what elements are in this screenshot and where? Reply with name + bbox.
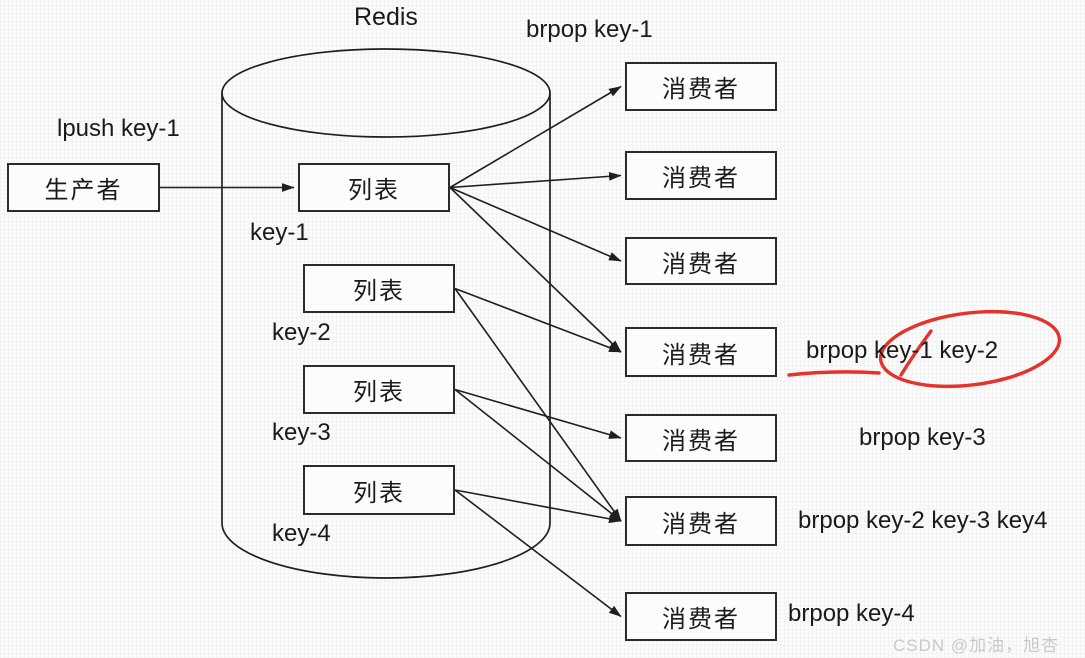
arrow-list3-to-consumer5 bbox=[454, 388, 622, 439]
consumer-label: 消费者 bbox=[662, 510, 740, 538]
lpush-command-label: lpush key-1 bbox=[57, 115, 180, 142]
list-box-3: 列表 bbox=[303, 365, 455, 414]
list-label: 列表 bbox=[348, 177, 400, 204]
consumer-label: 消费者 bbox=[662, 76, 740, 103]
arrow-list2-to-consumer6 bbox=[454, 288, 622, 522]
arrow-list1-to-consumer1 bbox=[449, 85, 622, 189]
brpop-key1-command-label: brpop key-1 bbox=[526, 16, 653, 43]
consumer-label: 消费者 bbox=[662, 165, 740, 192]
arrows-group bbox=[160, 85, 622, 618]
key-label-4: key-4 bbox=[272, 520, 331, 547]
consumer-box-5: 消费者 bbox=[625, 414, 777, 462]
arrow-list1-to-consumer3 bbox=[449, 186, 622, 262]
brpop-key3-command-label: brpop key-3 bbox=[859, 424, 986, 451]
list-label: 列表 bbox=[353, 278, 405, 305]
consumer-box-4: 消费者 bbox=[625, 327, 777, 377]
red-circle-annotation bbox=[878, 309, 1062, 389]
consumer-box-6: 消费者 bbox=[625, 496, 777, 546]
arrow-list4-to-consumer6 bbox=[454, 489, 622, 524]
consumer-label: 消费者 bbox=[662, 250, 740, 278]
arrow-list3-to-consumer6 bbox=[454, 388, 622, 522]
consumer-box-7: 消费者 bbox=[625, 592, 777, 641]
key-label-1: key-1 bbox=[250, 219, 309, 246]
list-label: 列表 bbox=[353, 479, 405, 507]
brpop-key1-key2-command-label: brpop key-1 key-2 bbox=[806, 337, 999, 364]
cylinder-body bbox=[221, 93, 551, 579]
arrow-list1-to-consumer4 bbox=[449, 186, 622, 353]
arrow-list1-to-consumer2 bbox=[449, 171, 622, 189]
arrow-list2-to-consumer4 bbox=[454, 287, 622, 353]
red-underline-annotation bbox=[787, 370, 881, 377]
consumer-label: 消费者 bbox=[662, 606, 740, 633]
redis-cylinder bbox=[221, 48, 551, 579]
arrow-list4-to-consumer7 bbox=[454, 489, 622, 618]
consumer-label: 消费者 bbox=[662, 427, 740, 455]
list-box-2: 列表 bbox=[303, 264, 455, 313]
list-box-1: 列表 bbox=[298, 163, 450, 212]
consumer-box-1: 消费者 bbox=[625, 62, 777, 111]
producer-label: 生产者 bbox=[44, 177, 123, 204]
consumer-box-3: 消费者 bbox=[625, 237, 777, 285]
list-label: 列表 bbox=[353, 379, 405, 406]
watermark: CSDN @加油，旭杏 bbox=[893, 636, 1060, 655]
brpop-key4-command-label: brpop key-4 bbox=[788, 600, 915, 627]
consumer-label: 消费者 bbox=[662, 341, 740, 369]
key-label-3: key-3 bbox=[272, 419, 331, 446]
consumer-box-2: 消费者 bbox=[625, 151, 777, 200]
key-label-2: key-2 bbox=[272, 319, 331, 346]
cylinder-top-ellipse bbox=[221, 48, 551, 138]
brpop-key2-key3-key4-command-label: brpop key-2 key-3 key4 bbox=[798, 507, 1048, 534]
red-annotation bbox=[787, 309, 1062, 389]
red-circle-tail bbox=[899, 329, 933, 377]
producer-box: 生产者 bbox=[7, 163, 160, 212]
list-box-4: 列表 bbox=[303, 465, 455, 515]
redis-title: Redis bbox=[354, 3, 418, 31]
